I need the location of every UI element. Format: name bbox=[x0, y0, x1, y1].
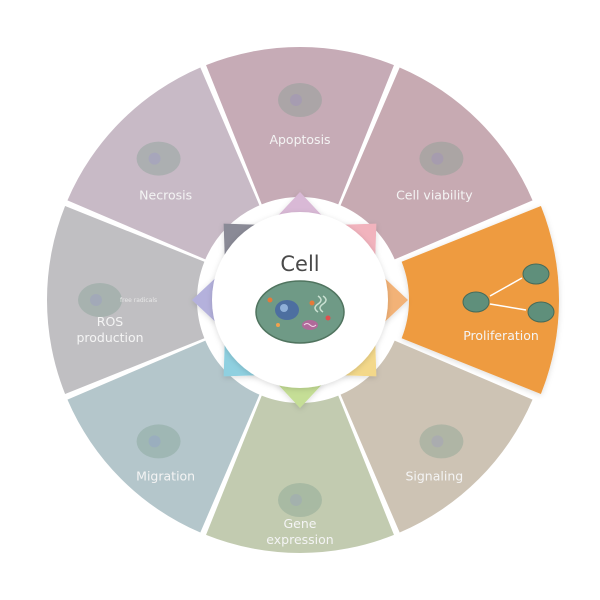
cell-icon bbox=[255, 280, 345, 344]
segment-migration-label: Migration bbox=[136, 468, 195, 483]
star-ray bbox=[382, 276, 408, 324]
segment-signaling[interactable] bbox=[340, 340, 533, 533]
segment-apoptosis[interactable] bbox=[206, 47, 394, 205]
segment-apoptosis-icon bbox=[278, 83, 322, 117]
segment-apoptosis-label: Apoptosis bbox=[269, 132, 330, 147]
segment-signaling-icon bbox=[419, 424, 464, 459]
star-ray bbox=[192, 276, 218, 324]
segment-proliferation-label: Proliferation bbox=[463, 328, 539, 343]
star-ray bbox=[276, 192, 324, 218]
star-ray bbox=[276, 382, 324, 408]
segment-proliferation-icon bbox=[462, 263, 555, 323]
segment-ros-production-icon bbox=[78, 283, 122, 317]
segment-gene-expression[interactable] bbox=[206, 395, 394, 553]
segment-necrosis-icon bbox=[136, 141, 181, 176]
segment-gene-expression-icon bbox=[278, 483, 322, 517]
segment-ros-production[interactable] bbox=[46, 206, 205, 394]
segment-necrosis-label: Necrosis bbox=[139, 187, 192, 202]
segment-necrosis[interactable] bbox=[67, 67, 260, 260]
segment-cell-viability-label: Cell viability bbox=[396, 187, 473, 202]
segment-cell-viability[interactable] bbox=[340, 67, 533, 260]
segment-signaling-label: Signaling bbox=[405, 468, 463, 483]
center-title: Cell bbox=[280, 252, 319, 276]
segment-cell-viability-icon bbox=[419, 141, 464, 176]
free-radicals-annotation: free radicals bbox=[120, 297, 157, 304]
segment-migration[interactable] bbox=[67, 340, 260, 533]
segment-migration-icon bbox=[136, 424, 181, 459]
